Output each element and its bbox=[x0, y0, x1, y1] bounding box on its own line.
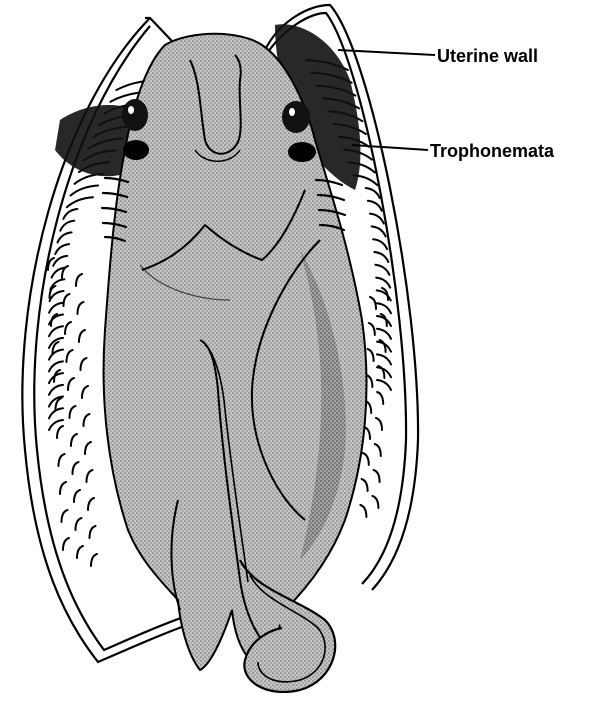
villus bbox=[71, 434, 77, 446]
trophonemata-leader bbox=[352, 145, 428, 150]
villus bbox=[370, 297, 376, 309]
villus bbox=[377, 392, 383, 404]
villus bbox=[68, 378, 74, 390]
uterine-wall-label: Uterine wall bbox=[437, 46, 538, 66]
villus bbox=[369, 323, 375, 335]
villus bbox=[67, 197, 93, 207]
villus bbox=[363, 453, 369, 465]
villus bbox=[372, 496, 378, 508]
villus bbox=[50, 291, 64, 301]
villus bbox=[73, 462, 79, 474]
villus bbox=[84, 414, 90, 426]
villus bbox=[49, 303, 63, 313]
right-spiracle bbox=[288, 142, 316, 162]
villus bbox=[372, 226, 386, 236]
villus bbox=[90, 526, 96, 538]
villus bbox=[49, 385, 63, 395]
villus bbox=[88, 498, 94, 510]
villus bbox=[376, 278, 390, 288]
villus bbox=[62, 510, 68, 522]
villus bbox=[82, 386, 88, 398]
villus bbox=[79, 330, 85, 342]
villus bbox=[65, 322, 71, 334]
villus bbox=[374, 470, 380, 482]
uterine-wall-leader bbox=[338, 50, 435, 55]
villus bbox=[55, 244, 69, 254]
villus bbox=[49, 350, 63, 360]
villus bbox=[57, 426, 63, 438]
villus bbox=[71, 186, 99, 196]
villus bbox=[60, 221, 74, 231]
villus bbox=[63, 209, 77, 219]
villus bbox=[64, 294, 70, 306]
villus bbox=[78, 302, 84, 314]
villus bbox=[91, 554, 97, 566]
villus bbox=[67, 350, 73, 362]
villus bbox=[53, 256, 67, 266]
villus bbox=[376, 418, 382, 430]
villus bbox=[368, 349, 374, 361]
villus bbox=[362, 479, 368, 491]
villus bbox=[49, 326, 63, 336]
villus bbox=[377, 380, 391, 390]
villus bbox=[368, 201, 382, 211]
villus bbox=[373, 239, 387, 249]
villus bbox=[59, 454, 65, 466]
villus bbox=[60, 482, 66, 494]
villus bbox=[375, 444, 381, 456]
villus bbox=[377, 303, 391, 313]
right-eye bbox=[282, 101, 310, 133]
villus bbox=[76, 274, 82, 286]
villus bbox=[58, 232, 72, 242]
villus bbox=[81, 358, 87, 370]
villus bbox=[85, 442, 91, 454]
villus bbox=[374, 252, 388, 262]
villus bbox=[74, 490, 80, 502]
left-spiracle bbox=[123, 140, 149, 160]
left-eye bbox=[122, 99, 148, 131]
villus bbox=[370, 214, 384, 224]
villus bbox=[375, 265, 389, 275]
trophonemata-label: Trophonemata bbox=[430, 141, 555, 161]
villus bbox=[63, 538, 69, 550]
villus bbox=[70, 406, 76, 418]
villus bbox=[54, 370, 60, 382]
villus bbox=[77, 546, 83, 558]
villus bbox=[76, 518, 82, 530]
villus bbox=[49, 420, 63, 430]
villus bbox=[366, 188, 380, 198]
villus bbox=[377, 354, 391, 364]
villus bbox=[381, 314, 387, 326]
villus bbox=[87, 470, 93, 482]
villus bbox=[377, 329, 391, 339]
villus bbox=[360, 505, 366, 517]
